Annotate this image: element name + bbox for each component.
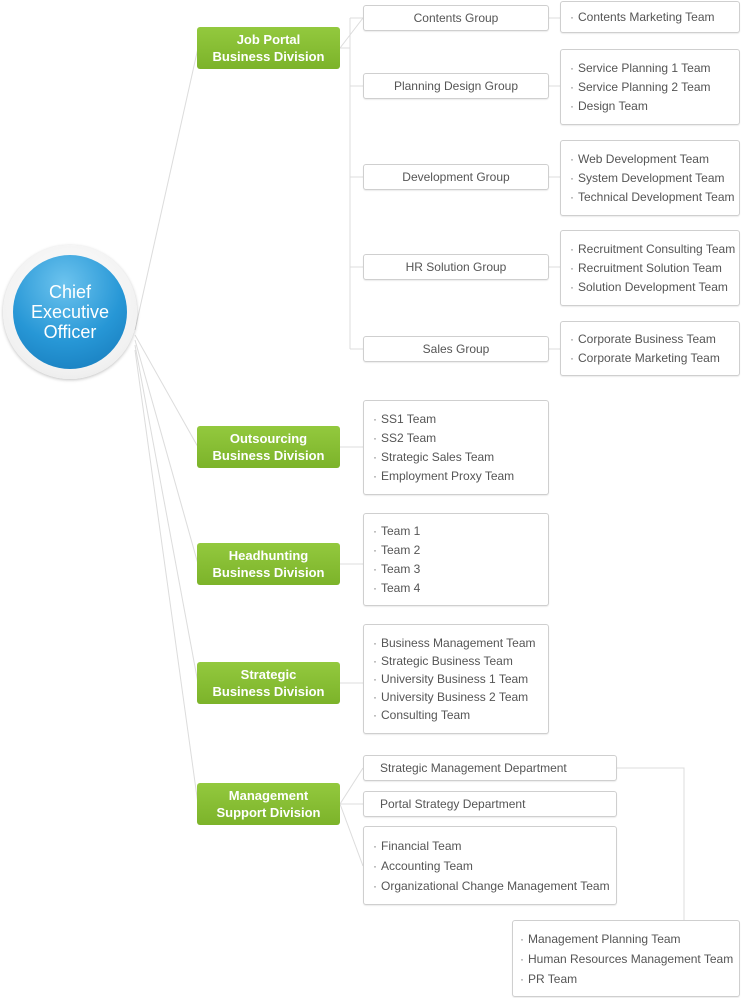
- team-item: Technical Development Team: [570, 188, 739, 207]
- team-item: Strategic Sales Team: [373, 448, 548, 467]
- ceo-node: Chief Executive Officer: [13, 255, 127, 369]
- division-outsourcing: Outsourcing Business Division: [197, 426, 340, 468]
- teams-strategic-management-department: Management Planning Team Human Resources…: [512, 920, 740, 997]
- team-item: Service Planning 1 Team: [570, 59, 739, 78]
- team-item: Team 2: [373, 541, 548, 560]
- team-item: Service Planning 2 Team: [570, 78, 739, 97]
- team-item: Corporate Marketing Team: [570, 349, 739, 368]
- team-item: University Business 2 Team: [373, 688, 548, 706]
- team-item: Organizational Change Management Team: [373, 876, 616, 896]
- team-item: Management Planning Team: [520, 929, 739, 949]
- team-item: Accounting Team: [373, 856, 616, 876]
- division-strategic: Strategic Business Division: [197, 662, 340, 704]
- division-headhunting: Headhunting Business Division: [197, 543, 340, 585]
- team-item: SS2 Team: [373, 429, 548, 448]
- group-sales: Sales Group: [363, 336, 549, 362]
- department-portal-strategy: Portal Strategy Department: [363, 791, 617, 817]
- teams-development-group: Web Development Team System Development …: [560, 140, 740, 216]
- division-job-portal: Job Portal Business Division: [197, 27, 340, 69]
- teams-strategic: Business Management Team Strategic Busin…: [363, 624, 549, 734]
- team-item: Contents Marketing Team: [570, 10, 739, 24]
- team-item: PR Team: [520, 969, 739, 989]
- teams-contents-group: Contents Marketing Team: [560, 1, 740, 33]
- team-item: Recruitment Solution Team: [570, 259, 739, 278]
- group-development: Development Group: [363, 164, 549, 190]
- division-management-support: Management Support Division: [197, 783, 340, 825]
- group-contents: Contents Group: [363, 5, 549, 31]
- team-item: SS1 Team: [373, 410, 548, 429]
- group-hr-solution: HR Solution Group: [363, 254, 549, 280]
- teams-outsourcing: SS1 Team SS2 Team Strategic Sales Team E…: [363, 400, 549, 495]
- team-item: Solution Development Team: [570, 278, 739, 297]
- group-planning-design: Planning Design Group: [363, 73, 549, 99]
- team-item: Consulting Team: [373, 706, 548, 724]
- team-item: Strategic Business Team: [373, 652, 548, 670]
- team-item: Recruitment Consulting Team: [570, 240, 739, 259]
- team-item: System Development Team: [570, 169, 739, 188]
- team-item: Team 3: [373, 560, 548, 579]
- team-item: Human Resources Management Team: [520, 949, 739, 969]
- team-item: Web Development Team: [570, 150, 739, 169]
- teams-sales-group: Corporate Business Team Corporate Market…: [560, 321, 740, 376]
- team-item: Team 1: [373, 522, 548, 541]
- teams-management-support: Financial Team Accounting Team Organizat…: [363, 826, 617, 905]
- team-item: Corporate Business Team: [570, 330, 739, 349]
- team-item: Financial Team: [373, 836, 616, 856]
- team-item: Team 4: [373, 579, 548, 598]
- team-item: Business Management Team: [373, 634, 548, 652]
- team-item: Employment Proxy Team: [373, 467, 548, 486]
- teams-planning-design-group: Service Planning 1 Team Service Planning…: [560, 49, 740, 125]
- department-strategic-management: Strategic Management Department: [363, 755, 617, 781]
- team-item: University Business 1 Team: [373, 670, 548, 688]
- teams-hr-solution-group: Recruitment Consulting Team Recruitment …: [560, 230, 740, 306]
- teams-headhunting: Team 1 Team 2 Team 3 Team 4: [363, 513, 549, 606]
- team-item: Design Team: [570, 97, 739, 116]
